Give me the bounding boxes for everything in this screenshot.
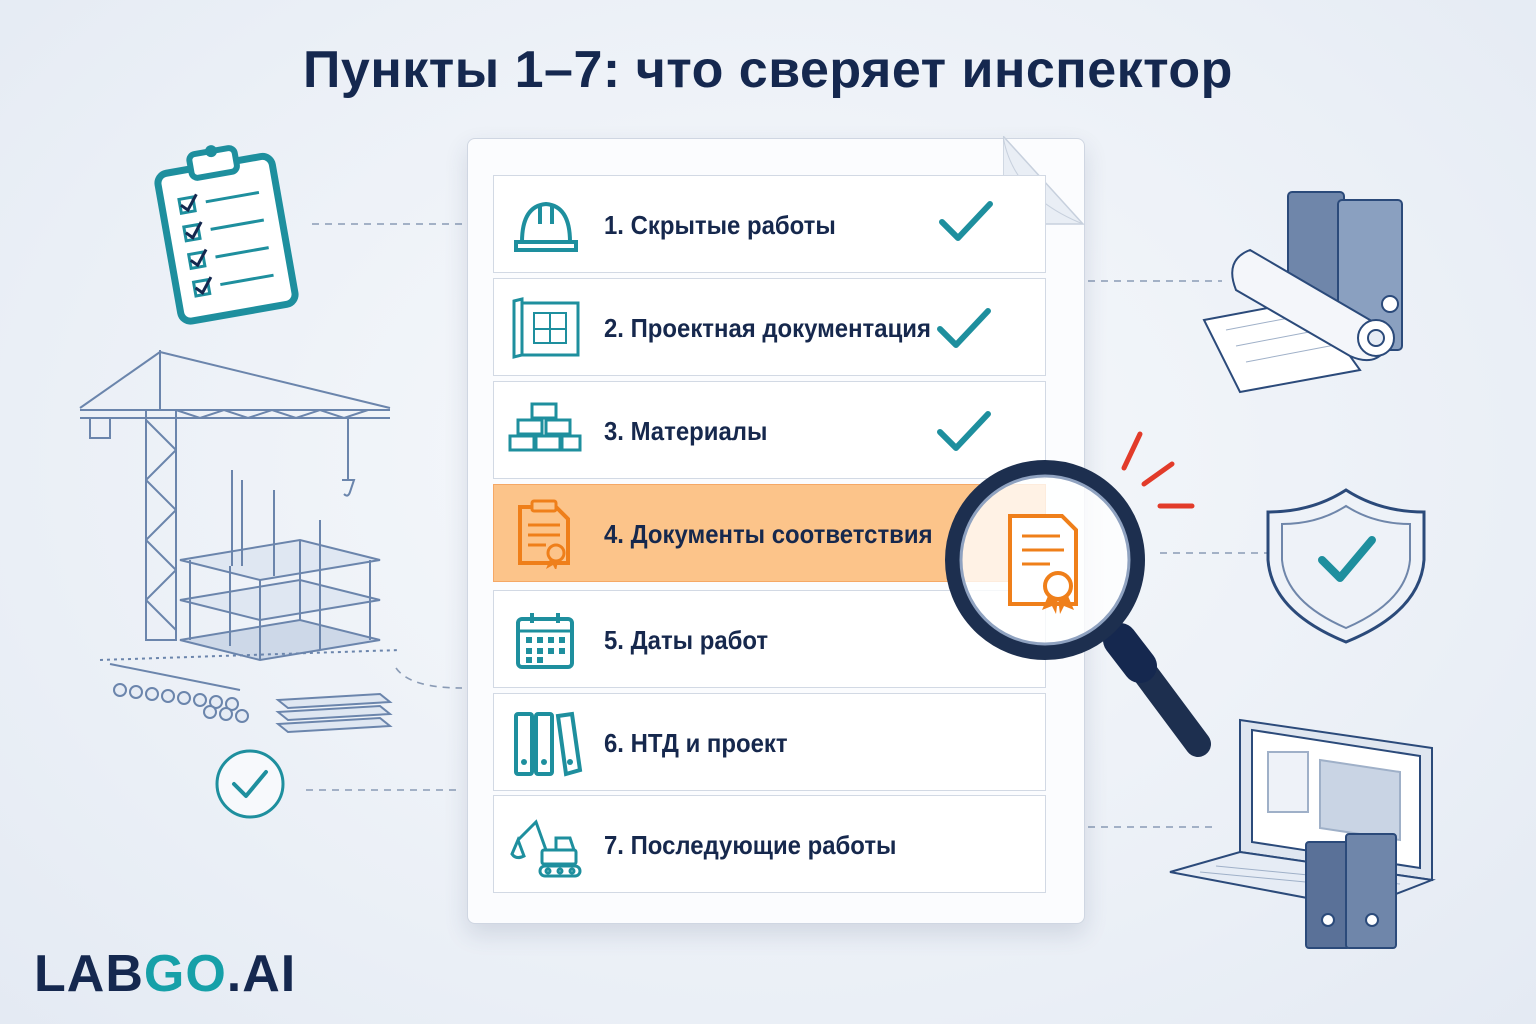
certificate-icon bbox=[518, 499, 570, 569]
checkmark-icon bbox=[939, 201, 993, 241]
checklist-item: 5. Даты работ bbox=[493, 590, 1046, 688]
laptop-icon bbox=[1169, 718, 1436, 949]
checklist-item: 2. Проектная документация bbox=[493, 278, 1046, 376]
checklist-item: 7. Последующие работы bbox=[493, 795, 1046, 893]
checkmark-icon bbox=[937, 308, 991, 348]
checklist-item-label: 5. Даты работ bbox=[604, 625, 769, 655]
shield-check-icon bbox=[1266, 488, 1426, 644]
blueprint-icon bbox=[512, 297, 580, 359]
checklist-item-label: 4. Документы соответствия bbox=[604, 519, 933, 549]
checklist-item-label: 1. Скрытые работы bbox=[604, 210, 836, 240]
checklist-item-label: 6. НТД и проект bbox=[604, 728, 788, 758]
brand-logo: LABGO.AI bbox=[34, 944, 296, 1004]
checkmark-icon bbox=[937, 411, 991, 451]
checklist-item: 6. НТД и проект bbox=[493, 693, 1046, 791]
checklist-item: 1. Скрытые работы bbox=[493, 175, 1046, 273]
logo-part-ai: .AI bbox=[226, 945, 297, 1003]
checklist-item-label: 3. Материалы bbox=[604, 416, 768, 446]
check-circle-icon bbox=[215, 749, 285, 819]
logo-part-go: GO bbox=[143, 945, 227, 1003]
checklist-item-label: 2. Проектная документация bbox=[604, 313, 931, 343]
binders-blueprints-icon bbox=[1202, 191, 1403, 394]
clipboard-icon bbox=[154, 145, 299, 325]
construction-site-icon bbox=[79, 350, 401, 734]
calendar-icon bbox=[516, 613, 574, 669]
excavator-icon bbox=[510, 819, 582, 878]
checklist-item-label: 7. Последующие работы bbox=[604, 830, 897, 860]
page-title: Пункты 1–7: что сверяет инспектор bbox=[303, 41, 1233, 99]
checklist-item: 3. Материалы bbox=[493, 381, 1046, 479]
logo-part-lab: LAB bbox=[34, 945, 144, 1003]
hard-hat-icon bbox=[514, 201, 578, 252]
checklist-item: 4. Документы соответствия bbox=[493, 484, 1046, 582]
binders-icon bbox=[514, 711, 583, 777]
bricks-icon bbox=[508, 402, 582, 452]
